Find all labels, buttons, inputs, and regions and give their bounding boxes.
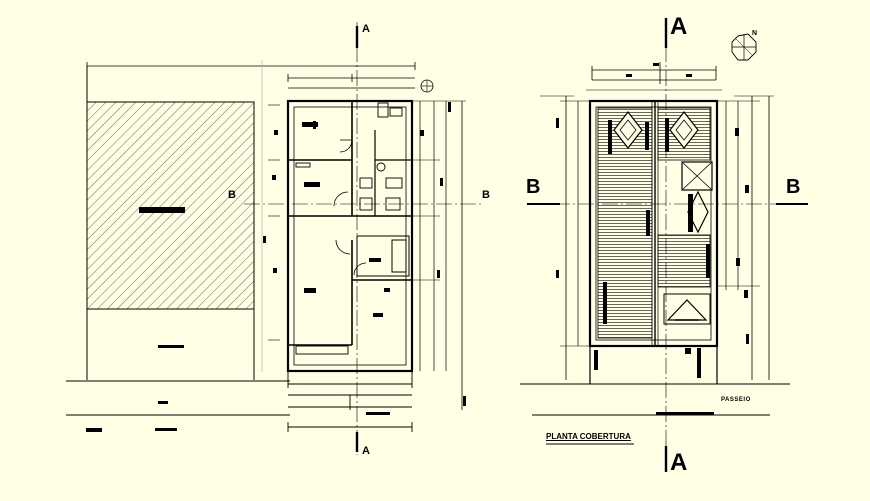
sidewalk-label: PASSEIO bbox=[721, 397, 751, 403]
roof-plan bbox=[520, 18, 808, 472]
roof-section-a-top-label: A bbox=[670, 13, 688, 40]
north-label: N bbox=[752, 30, 758, 37]
section-b-right-label: B bbox=[482, 189, 490, 201]
roof-section-b-right-label: B bbox=[786, 176, 801, 198]
floor-plan bbox=[66, 22, 482, 455]
section-a-bottom-label: A bbox=[362, 445, 370, 457]
roof-section-a-bottom-label: A bbox=[670, 449, 688, 476]
roof-section-b-left-label: B bbox=[526, 176, 541, 198]
section-a-top-label: A bbox=[362, 23, 370, 35]
section-b-left-label: B bbox=[228, 189, 236, 201]
drawing-title: PLANTA COBERTURA bbox=[546, 432, 631, 441]
